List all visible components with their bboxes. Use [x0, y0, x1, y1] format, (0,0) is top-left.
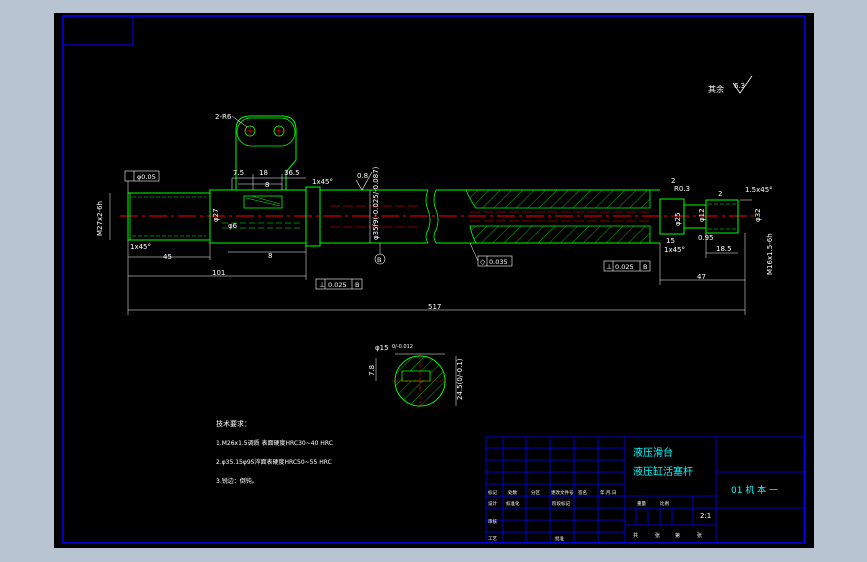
chamfer-right: 1x45° [664, 246, 685, 254]
dim-2-a: 2 [671, 177, 675, 185]
radius-0-3: R0.3 [674, 185, 690, 193]
section-view: φ15 0/-0.012 7.8 24.5(0/-0.1) [368, 344, 464, 409]
dim-18: 18 [259, 169, 268, 177]
tb-label-scale: 比例 [660, 500, 669, 507]
thread-right-label: M16x1.5-6h [766, 233, 774, 275]
gdt-perp-b-value: 0.025 [615, 263, 634, 271]
perp-symbol-a: ⊥ [319, 281, 325, 289]
dia-27-label: φ27 [212, 208, 220, 222]
tb-label-sign: 签名 [578, 489, 587, 496]
chamfer-right-end: 1.5x45° [745, 186, 773, 194]
datum-b-label: B [377, 256, 381, 264]
gdt-runout: ◇ 0.035 [469, 242, 513, 267]
tb-label-date: 年.月.日 [600, 489, 616, 496]
project-title: 液压滑台 [633, 446, 673, 459]
tb-label-weight: 重量 [637, 500, 646, 507]
drawing-number: 01 机 本 一 [731, 484, 778, 496]
collar [305, 186, 321, 247]
chamfer-collar: 1x45° [312, 178, 333, 186]
tol-0-95: 0.95 [698, 234, 714, 242]
notes-heading: 技术要求： [216, 419, 251, 428]
tb-label-approve: 批准 [555, 535, 564, 542]
ear-radius-label: 2-R6 [215, 113, 232, 121]
roughness-note-text: 其余 [708, 84, 724, 94]
tb-label-mark: 标记 [488, 489, 497, 496]
part-name: 液压缸活塞杆 [633, 465, 693, 478]
roughness-value: 6.3 [734, 82, 745, 90]
dia-main-label: φ35f9(-0.025/-0.087) [372, 166, 380, 240]
section-height-label: 24.5(0/-0.1) [456, 358, 464, 400]
gdt-round: φ0.05 [124, 170, 160, 193]
right-thread [705, 199, 739, 234]
dim-2-b: 2 [718, 190, 722, 198]
note-1: 1.M26x1.5调质 表面硬度HRC30~40 HRC [216, 439, 333, 447]
dim-8-top: 8 [265, 181, 269, 189]
dim-18-5: 18.5 [716, 245, 732, 253]
gdt-perp-a: ⊥ 0.025 B [315, 278, 363, 290]
perp-symbol-b: ⊥ [606, 263, 612, 271]
runout-symbol: ◇ [480, 258, 486, 266]
tb-label-standard: 标准化 [506, 500, 520, 507]
rod-shoulder [209, 186, 321, 247]
dim-517: 517 [428, 303, 441, 311]
section-dia-label: φ15 [375, 344, 389, 352]
tb-label-qty: 处数 [508, 489, 517, 496]
dia-12-label: φ12 [698, 208, 706, 222]
roughness-mark-shaft [355, 171, 373, 191]
tb-label-process: 工艺 [488, 536, 497, 542]
roughness-note: 其余 6.3 [708, 75, 753, 94]
title-block-text: 液压滑台 液压缸活塞杆 01 机 本 一 2:1 标记 处数 分区 更改文件号 … [488, 446, 778, 542]
title-block [485, 436, 805, 544]
rod-right-end [659, 198, 739, 235]
dim-15: 15 [666, 237, 675, 245]
dia-32-label: φ32 [754, 208, 762, 222]
tb-label-change: 更改文件号 [551, 489, 574, 496]
gdt-runout-value: 0.035 [489, 258, 508, 266]
gdt-perp-b-datum: B [643, 263, 647, 271]
datum-marker: B [374, 243, 386, 265]
note-3: 3.锐边：倒钝。 [216, 477, 258, 485]
dim-8-bottom: 8 [268, 252, 272, 260]
tb-label-no: 第 [675, 532, 680, 539]
roughness-0-8: 0.8 [357, 172, 368, 180]
dim-47: 47 [697, 273, 706, 281]
dia-25-label: φ25 [674, 212, 682, 226]
note-2: 2.φ35.15φ95淬面表硬度HRC50~55 HRC [216, 458, 332, 466]
tb-label-total: 共 [633, 532, 638, 539]
dimension-lines [109, 174, 752, 315]
break-line-left [425, 189, 431, 244]
gdt-perp-a-value: 0.025 [328, 281, 347, 289]
dia-6-label: φ6 [228, 222, 238, 230]
tb-label-stage: 阶段标记 [552, 500, 570, 507]
drawing-sheet [54, 13, 814, 548]
break-line-right [433, 189, 439, 244]
chamfer-left: 1x45° [130, 243, 151, 251]
tb-label-design: 设计 [488, 500, 497, 507]
dim-45: 45 [163, 253, 172, 261]
clevis-ear: 2-R6 [215, 113, 297, 190]
roughness-symbol [732, 75, 753, 94]
slot-top [243, 195, 283, 209]
dimension-texts: 7.5 18 36.5 8 8 45 101 517 47 15 18.5 2 … [96, 166, 774, 311]
tb-label-sheets: 张 [655, 532, 660, 539]
corner-code-box [62, 15, 134, 46]
gdt-round-value: φ0.05 [137, 173, 156, 181]
scale-value: 2:1 [700, 512, 711, 520]
dim-101: 101 [212, 269, 225, 277]
section-keyway [401, 370, 431, 382]
sheet-border [62, 15, 806, 544]
dim-7-5: 7.5 [233, 169, 244, 177]
tb-label-sheet: 张 [697, 532, 702, 539]
tb-label-zone: 分区 [531, 489, 540, 496]
dim-36-5: 36.5 [284, 169, 300, 177]
thread-left-label: M27x2-6h [96, 201, 104, 236]
section-depth-label: 7.8 [368, 365, 376, 376]
technical-notes: 技术要求： 1.M26x1.5调质 表面硬度HRC30~40 HRC 2.φ35… [216, 419, 333, 485]
gdt-perp-b: ⊥ 0.025 B [603, 260, 651, 272]
section-dia-tol: 0/-0.012 [392, 344, 413, 350]
gdt-perp-a-datum: B [355, 281, 359, 289]
section-cutaway [465, 189, 651, 244]
tb-label-review: 审核 [488, 518, 497, 525]
